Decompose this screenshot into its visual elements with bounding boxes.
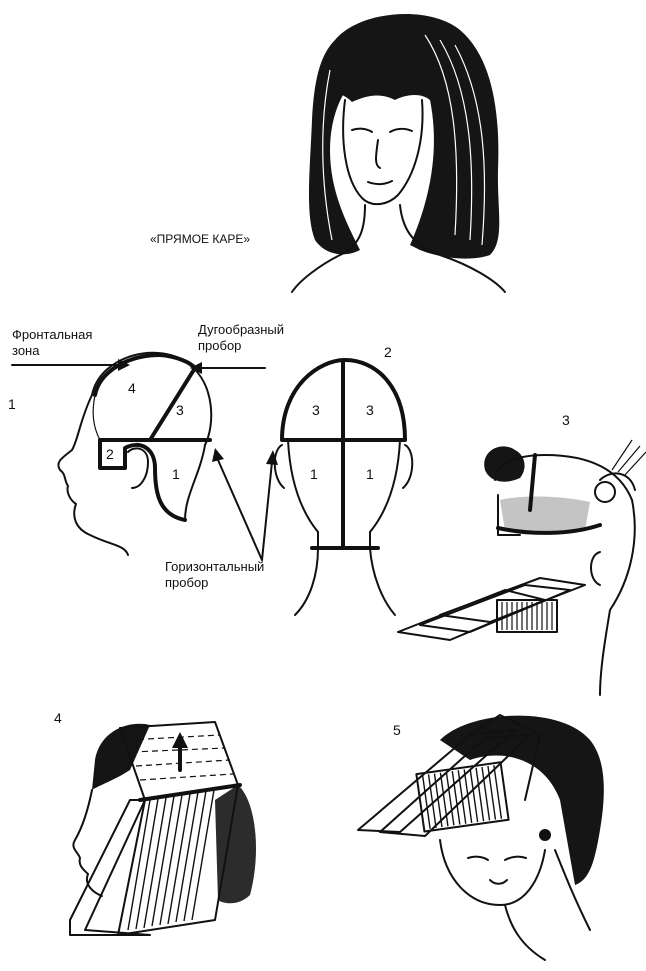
fig3-head-with-comb xyxy=(398,440,646,695)
zone-number-side-top: 4 xyxy=(128,380,136,396)
arc-part-arrow xyxy=(190,362,265,374)
figure-number-3: 3 xyxy=(562,412,570,428)
figure-number-5: 5 xyxy=(393,722,401,738)
label-arc-part-1: Дугообразный xyxy=(198,323,284,337)
fig2-back-head xyxy=(275,360,413,615)
zone-number-back-top-left: 3 xyxy=(312,402,320,418)
portrait-bob-woman xyxy=(292,14,505,292)
label-horizontal-part-2: пробор xyxy=(165,576,208,590)
figure-number-4: 4 xyxy=(54,710,62,726)
label-horizontal-part-1: Горизонтальный xyxy=(165,560,264,574)
label-arc-part-2: пробор xyxy=(198,339,241,353)
haircut-title: «ПРЯМОЕ КАРЕ» xyxy=(150,232,250,246)
figure-number-2: 2 xyxy=(384,344,392,360)
figure-number-1: 1 xyxy=(8,396,16,412)
fig4-side-cutting xyxy=(70,722,256,935)
zone-number-back-bottom-left: 1 xyxy=(310,466,318,482)
zone-number-back-top-right: 3 xyxy=(366,402,374,418)
label-frontal-zone-1: Фронтальная xyxy=(12,328,92,342)
zone-number-side-temple: 2 xyxy=(106,446,114,462)
fig5-front-cutting xyxy=(358,715,604,960)
label-frontal-zone-2: зона xyxy=(12,344,39,358)
zone-number-side-crown: 3 xyxy=(176,402,184,418)
zone-number-back-bottom-right: 1 xyxy=(366,466,374,482)
zone-number-side-nape: 1 xyxy=(172,466,180,482)
horizontal-part-arrows xyxy=(212,448,278,560)
